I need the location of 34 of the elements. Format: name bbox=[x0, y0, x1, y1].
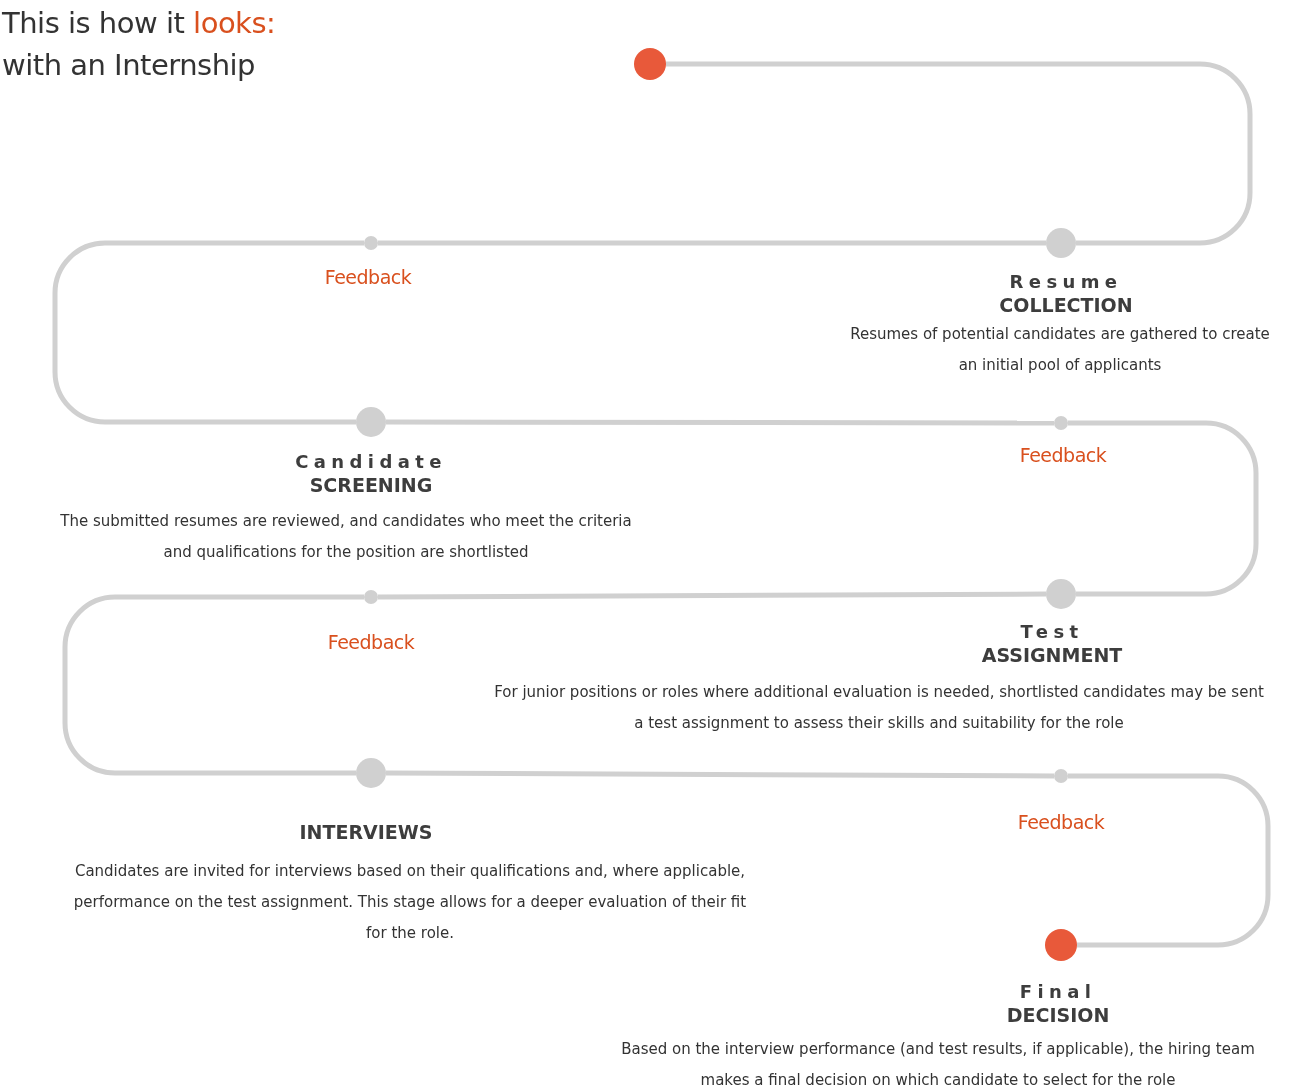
path-line bbox=[386, 419, 1054, 426]
path-line bbox=[378, 240, 1046, 246]
step-heading: Candidate SCREENING bbox=[295, 450, 447, 499]
step-heading: INTERVIEWS bbox=[299, 820, 433, 845]
step-description: Candidates are invited for interviews based on their qualifications and, where applicable, performance on the test assignment. This stage allows for a deeper evaluation of their fit for the role. bbox=[72, 861, 748, 944]
path-line bbox=[1068, 420, 1259, 597]
step-description: The submitted resumes are reviewed, and candidates who meet the criteria and qualifications for the position are shortlisted bbox=[59, 511, 633, 563]
step-heading: Test ASSIGNMENT bbox=[981, 620, 1123, 669]
feedback-label: Feedback bbox=[1019, 444, 1107, 466]
step-description: Resumes of potential candidates are gathered to create an initial pool of applicants bbox=[850, 324, 1270, 376]
path-line bbox=[52, 240, 364, 425]
step-heading: Resume COLLECTION bbox=[999, 270, 1133, 319]
path-line bbox=[62, 594, 364, 776]
step-heading: Final DECISION bbox=[1006, 980, 1110, 1029]
step-dot bbox=[356, 407, 386, 437]
feedback-dot bbox=[364, 590, 378, 604]
step-dot bbox=[356, 758, 386, 788]
step-dot bbox=[1046, 228, 1076, 258]
feedback-dot bbox=[1054, 416, 1068, 430]
feedback-dot bbox=[364, 236, 378, 250]
step-description: For junior positions or roles where additional evaluation is needed, shortlisted candidates may be sent a test assignment to assess their skills and suitability for the role bbox=[493, 682, 1265, 734]
feedback-label: Feedback bbox=[324, 266, 412, 288]
start-end-dot bbox=[1045, 929, 1077, 961]
path-line bbox=[666, 61, 1253, 246]
path-line bbox=[378, 591, 1046, 600]
start-end-dot bbox=[634, 48, 666, 80]
feedback-dot bbox=[1054, 769, 1068, 783]
path-line bbox=[1068, 773, 1271, 948]
feedback-label: Feedback bbox=[327, 631, 415, 653]
feedback-label: Feedback bbox=[1017, 811, 1105, 833]
title: This is how it looks: with an Internship bbox=[2, 5, 277, 85]
path-line bbox=[386, 770, 1054, 779]
step-dot bbox=[1046, 579, 1076, 609]
step-description: Based on the interview performance (and test results, if applicable), the hiring team makes a final decision on which candidate to select for the role bbox=[620, 1039, 1256, 1090]
